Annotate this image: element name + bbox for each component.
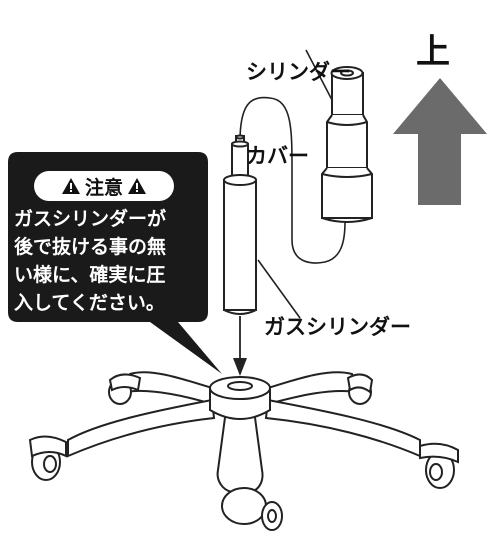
warning-line: 後で抜ける事の無 (14, 236, 167, 258)
caster-left (28, 435, 67, 481)
caster-right (419, 442, 459, 489)
cylinder-cover (321, 66, 373, 223)
cylinder-cover-label-line2: カバー (246, 144, 309, 168)
warning-line: 入してください。 (14, 292, 165, 314)
warning-line: ガスシリンダーが (14, 208, 167, 230)
gas-cylinder-label: ガスシリンダー (264, 315, 411, 339)
warning-line: い様に、確実に圧 (14, 264, 166, 286)
up-label: 上 (416, 32, 450, 72)
up-arrow (393, 78, 487, 205)
warning-icon (61, 177, 81, 195)
connector-curve (239, 96, 346, 264)
chair-base (28, 371, 459, 531)
warning-title: 注意 (34, 171, 174, 201)
cylinder-cover-label-line1: シリンダー (246, 60, 351, 84)
gas-cylinder (223, 134, 257, 315)
warning-icon (127, 177, 147, 195)
insert-arrow (233, 316, 247, 376)
cylinder-leader (257, 259, 301, 319)
warning-text: ガスシリンダーが 後で抜ける事の無 い様に、確実に圧 入してください。 (14, 205, 199, 317)
caster-back-right (346, 373, 374, 405)
caster-front (221, 487, 283, 531)
warning-title-text: 注意 (84, 176, 123, 199)
cover-leader (305, 49, 333, 101)
caster-back-left (108, 373, 142, 405)
cylinder-cover-label: シリンダー カバー (246, 2, 351, 226)
warning-bubble (8, 152, 222, 374)
